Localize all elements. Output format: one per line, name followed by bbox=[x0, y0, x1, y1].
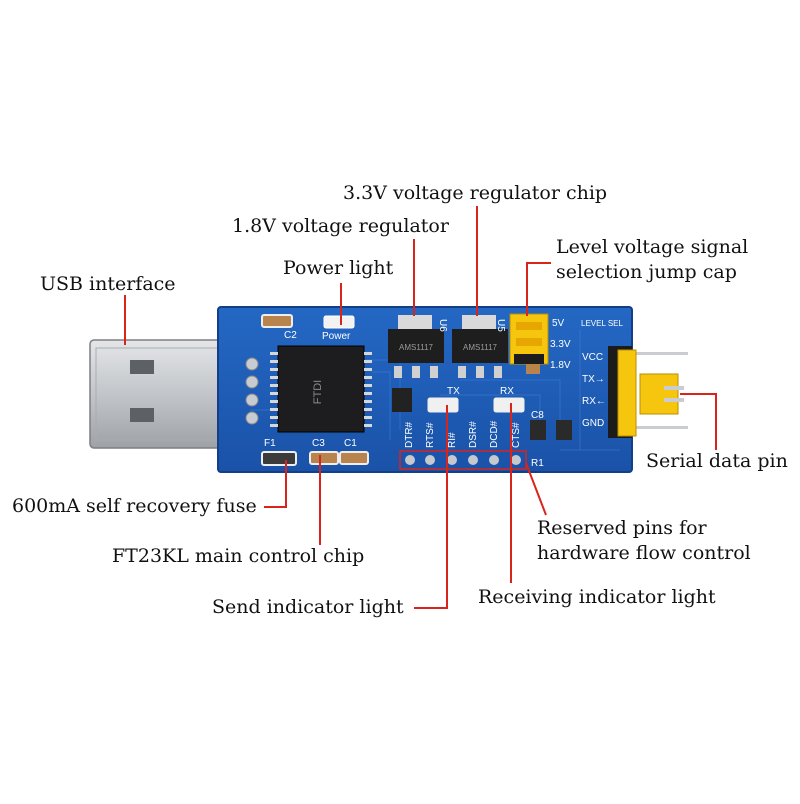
callout-flow-control: Reserved pins for hardware flow control bbox=[537, 516, 751, 566]
serial-header bbox=[608, 346, 688, 438]
regulator-1v8: AMS1117 bbox=[388, 315, 444, 378]
callout-regulator-3v3: 3.3V voltage regulator chip bbox=[343, 182, 608, 204]
leader-flow bbox=[525, 462, 547, 516]
leader-lines bbox=[124, 206, 717, 609]
leader-fuse bbox=[264, 460, 287, 508]
callout-jump-cap-line2: selection jump cap bbox=[556, 261, 737, 283]
silk-c3: C3 bbox=[312, 438, 325, 449]
silk-rx: RX bbox=[500, 386, 514, 397]
callout-serial-data-pin: Serial data pin bbox=[646, 450, 788, 472]
ams-marking-2: AMS1117 bbox=[463, 343, 497, 352]
silk-vcc: VCC bbox=[582, 352, 603, 363]
silk-u5: U5 bbox=[495, 319, 506, 332]
callout-receive-light: Receiving indicator light bbox=[478, 586, 716, 608]
silk-3v3: 3.3V bbox=[550, 339, 571, 350]
level-jumper bbox=[509, 313, 549, 365]
silkscreen: C2 Power F1 C3 C1 U6 U5 TX RX 5V 3.3V 1.… bbox=[264, 318, 624, 469]
callout-power-light: Power light bbox=[283, 257, 394, 279]
silk-f1: F1 bbox=[264, 438, 276, 449]
silk-rts: RTS# bbox=[425, 422, 436, 448]
silk-level-sel: LEVEL SEL bbox=[581, 319, 624, 328]
silk-r1: R1 bbox=[531, 458, 544, 469]
silk-rxp: RX← bbox=[582, 396, 606, 407]
silk-c2: C2 bbox=[284, 330, 297, 341]
silk-dsr: DSR# bbox=[468, 421, 479, 448]
callout-usb-interface: USB interface bbox=[40, 273, 176, 295]
leader-jumper bbox=[526, 262, 551, 316]
silk-u6: U6 bbox=[437, 319, 448, 332]
leader-serial bbox=[680, 393, 717, 450]
callout-regulator-1v8: 1.8V voltage regulator bbox=[232, 215, 449, 237]
silk-c8: C8 bbox=[531, 410, 544, 421]
silk-5v: 5V bbox=[552, 318, 565, 329]
callout-flow-control-line2: hardware flow control bbox=[537, 542, 751, 564]
silk-txp: TX→ bbox=[582, 374, 605, 385]
regulator-3v3: AMS1117 bbox=[452, 315, 508, 378]
callout-jump-cap-line1: Level voltage signal bbox=[556, 236, 749, 258]
callout-flow-control-line1: Reserved pins for bbox=[537, 517, 707, 539]
flow-control-pins bbox=[399, 450, 527, 470]
silk-ri: RI# bbox=[447, 432, 458, 448]
silk-tx: TX bbox=[447, 386, 460, 397]
ft23kl-chip: FTDI bbox=[270, 345, 372, 433]
silk-c1: C1 bbox=[344, 438, 357, 449]
callout-jump-cap: Level voltage signal selection jump cap bbox=[556, 235, 748, 285]
chip-marking: FTDI bbox=[312, 380, 324, 404]
silk-1v8: 1.8V bbox=[550, 360, 571, 371]
silk-gnd: GND bbox=[582, 418, 604, 429]
callout-fuse: 600mA self recovery fuse bbox=[12, 495, 257, 517]
callout-main-chip: FT23KL main control chip bbox=[112, 545, 365, 567]
silk-cts: CTS# bbox=[511, 422, 522, 448]
silk-power: Power bbox=[322, 331, 351, 342]
leader-send bbox=[414, 405, 448, 609]
ams-marking-1: AMS1117 bbox=[399, 343, 433, 352]
callout-send-light: Send indicator light bbox=[212, 596, 404, 618]
silk-dcd: DCD# bbox=[489, 420, 500, 448]
silk-dtr: DTR# bbox=[404, 421, 415, 448]
smd-components bbox=[261, 314, 572, 466]
